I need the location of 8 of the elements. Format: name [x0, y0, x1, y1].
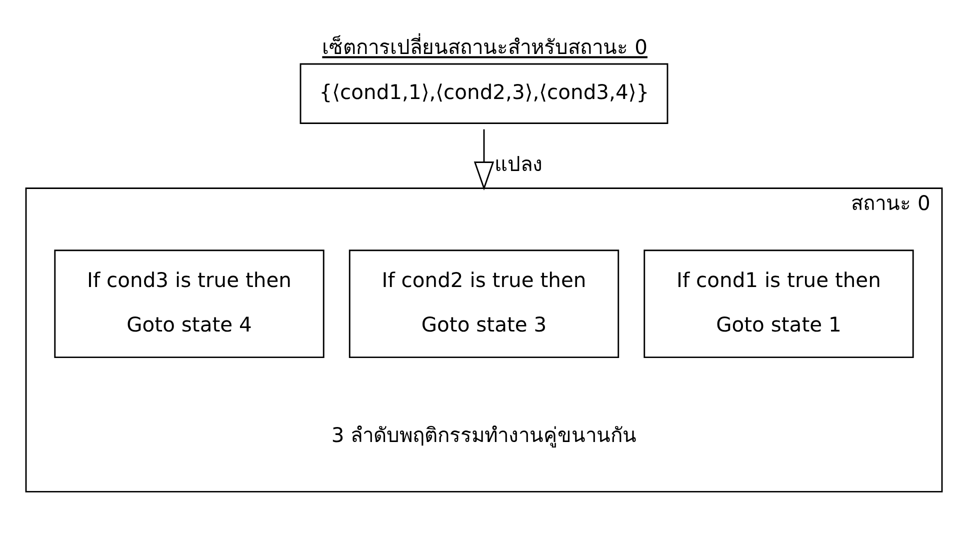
- node-label: เซ็ตการเปลี่ยนสถานะสำหรับสถานะ 0: [322, 35, 648, 60]
- node-box: If cond3 is true then Goto state 4: [54, 250, 324, 358]
- label: 3 ลำดับพฤติกรรมทำงานคู่ขนานกัน: [331, 423, 637, 448]
- node-box: If cond2 is true then Goto state 3: [348, 250, 620, 358]
- edge-label: แปลง: [494, 152, 542, 176]
- node-box: {⟨cond1,1⟩,⟨cond2,3⟩,⟨cond3,4⟩}: [300, 63, 668, 124]
- node-box: If cond1 is true then Goto state 1: [644, 250, 914, 358]
- arrow: [474, 129, 494, 190]
